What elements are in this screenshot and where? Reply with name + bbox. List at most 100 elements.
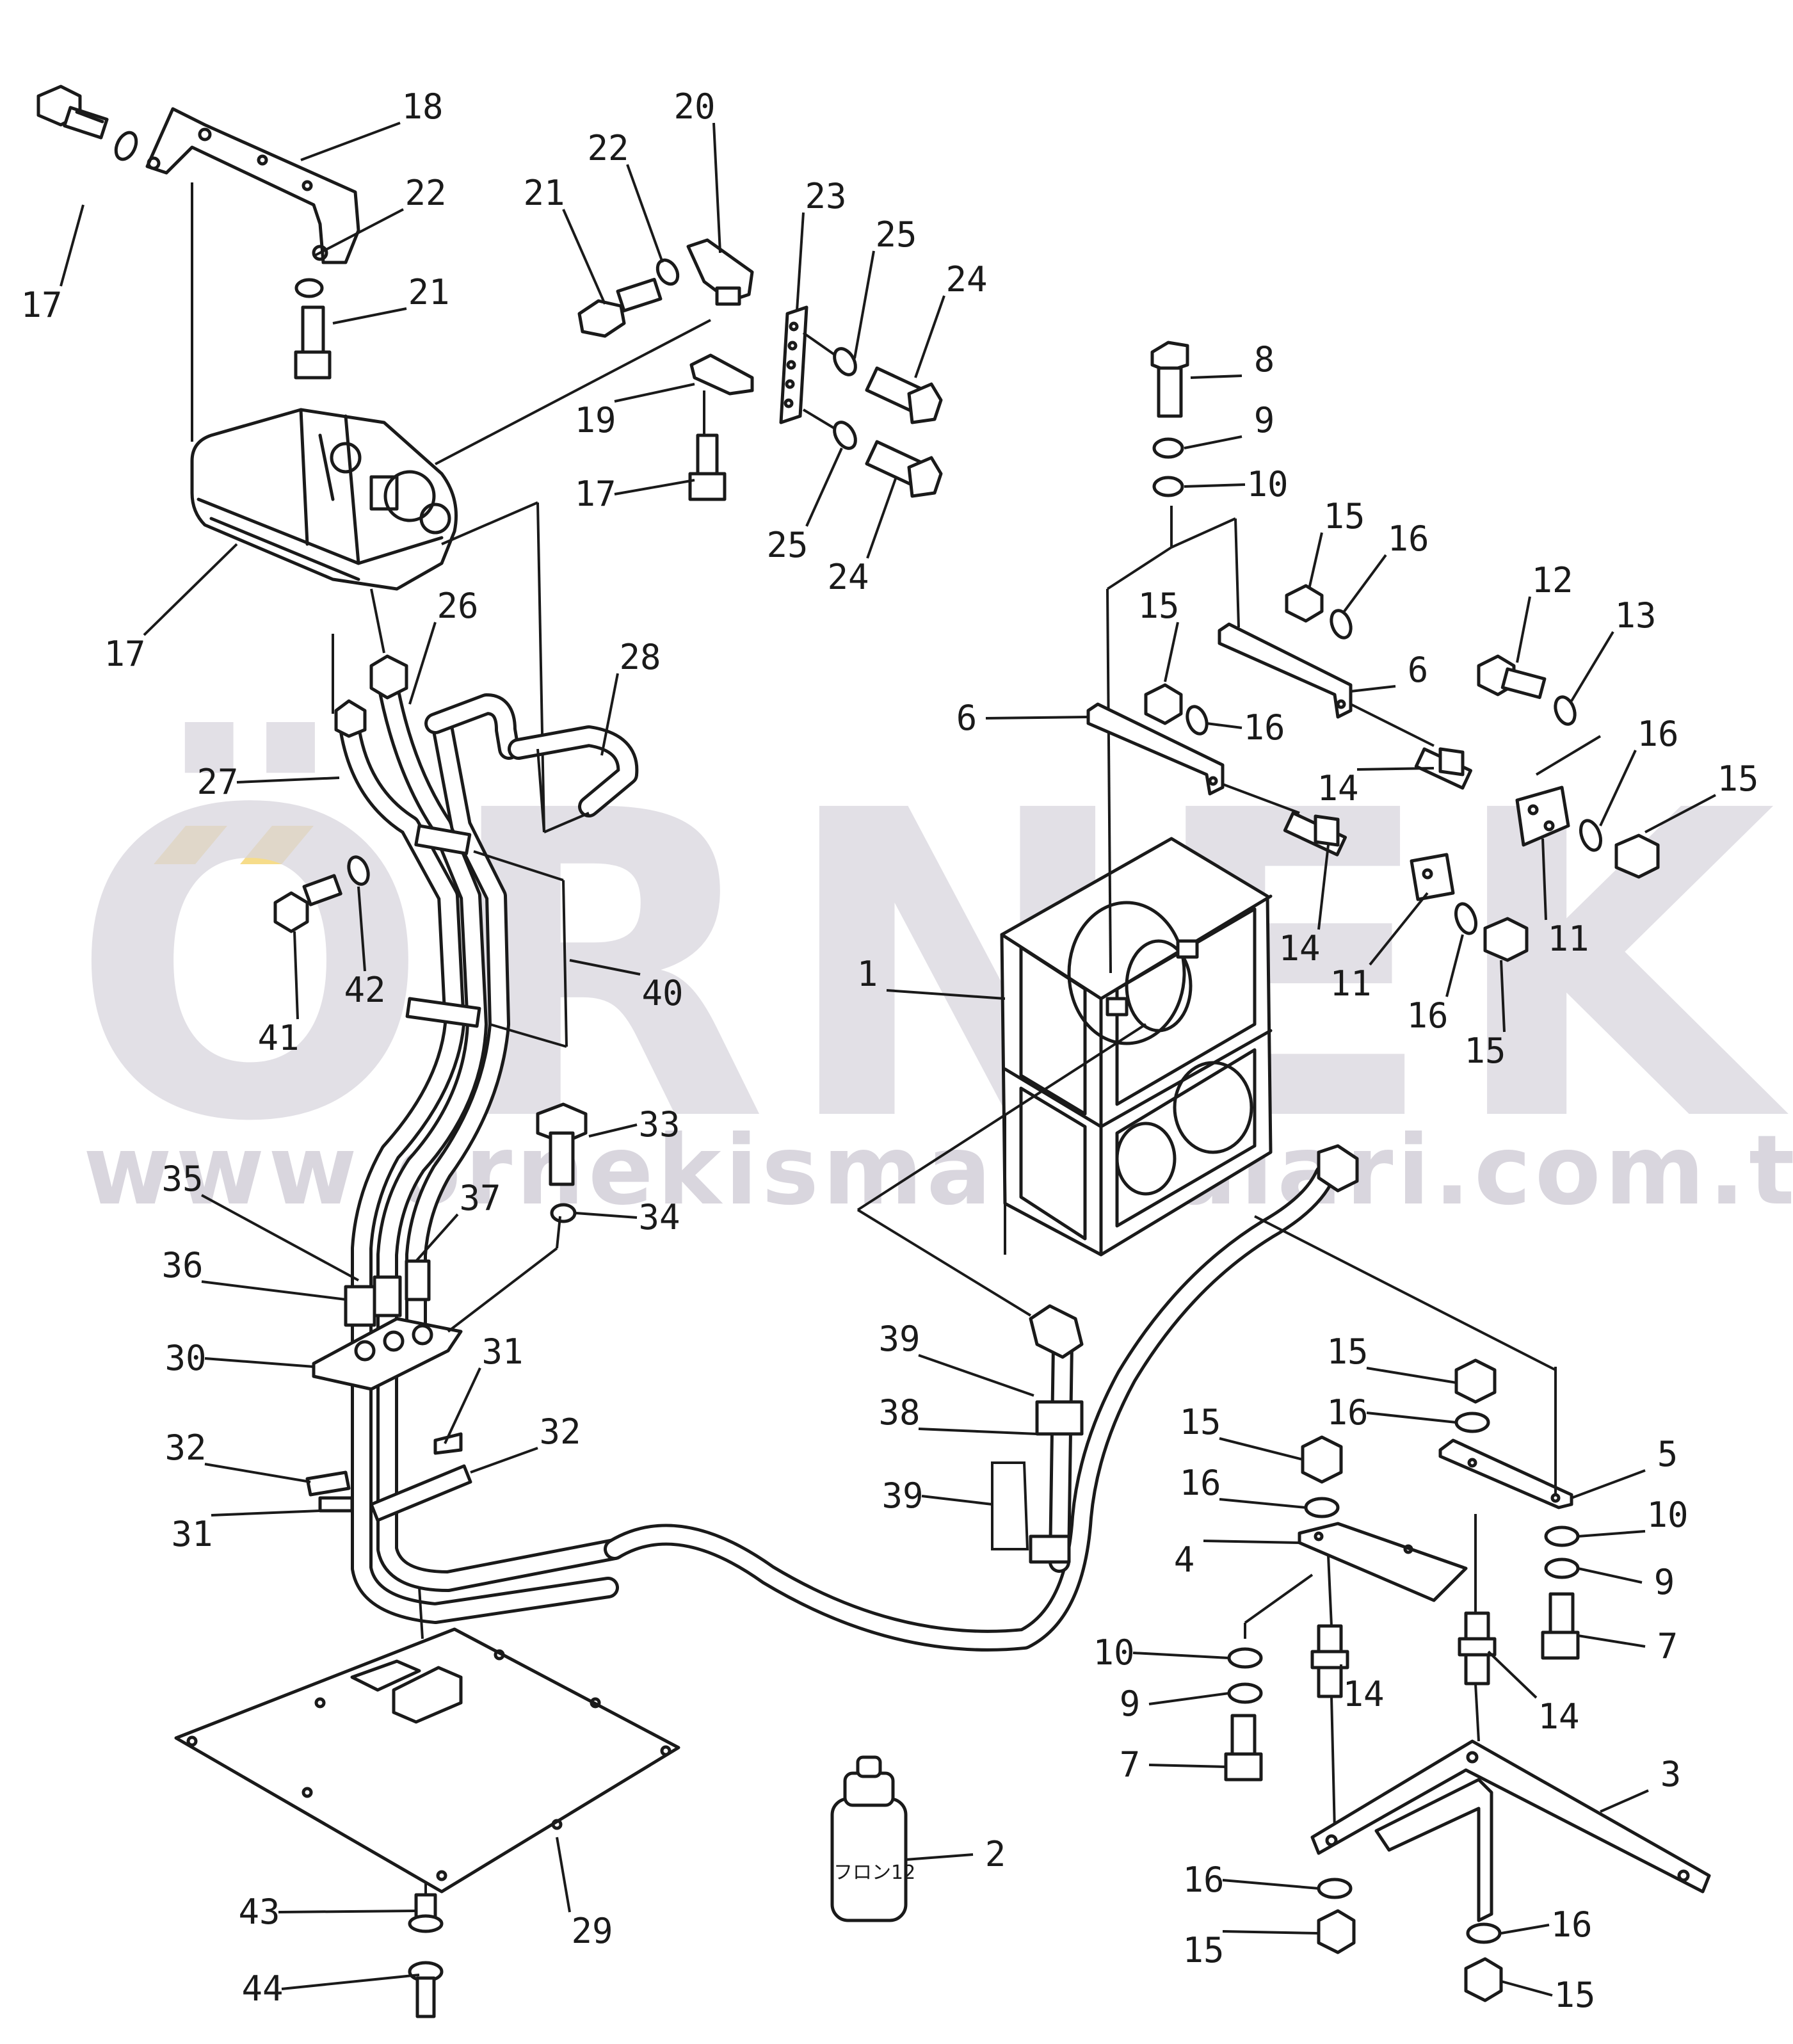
callout-22: 22 xyxy=(313,173,447,257)
part-plate-29 xyxy=(174,1627,680,1894)
callout-number: 20 xyxy=(673,86,715,127)
callout-number: 15 xyxy=(1182,1930,1224,1970)
callout-number: 16 xyxy=(1550,1904,1592,1945)
callout-7: 7 xyxy=(1120,1744,1226,1785)
part-clip-19 xyxy=(689,353,754,396)
part-plate-11-a xyxy=(1515,785,1570,847)
callout-leader xyxy=(1203,1540,1300,1544)
callout-number: 31 xyxy=(171,1514,213,1554)
guide-line xyxy=(1171,517,1236,549)
callout-number: 18 xyxy=(401,86,443,127)
part-nut-15-e xyxy=(1454,1358,1497,1404)
callout-leader xyxy=(918,1354,1034,1397)
callout-number: 23 xyxy=(805,176,846,216)
callout-leader xyxy=(588,1123,638,1138)
callout-number: 7 xyxy=(1657,1626,1678,1666)
part-washer-16-b xyxy=(1186,705,1209,736)
callout-number: 37 xyxy=(459,1178,501,1218)
part-bracket-6-a xyxy=(1218,622,1353,719)
callout-leader xyxy=(236,777,340,784)
part-bolt-17-top xyxy=(36,84,109,140)
callout-number: 16 xyxy=(1637,714,1678,754)
part-washer-16-f xyxy=(1304,1497,1340,1518)
callout-leader xyxy=(332,307,407,325)
callout-21: 21 xyxy=(523,173,606,305)
callout-number: 10 xyxy=(1646,1495,1688,1535)
callout-leader xyxy=(918,1428,1038,1435)
callout-leader xyxy=(1350,685,1396,693)
callout-leader xyxy=(1164,622,1179,682)
callout-number: 22 xyxy=(587,128,629,168)
callout-number: 33 xyxy=(638,1104,680,1145)
callout-number: 39 xyxy=(881,1476,923,1516)
callout-number: 17 xyxy=(104,634,145,674)
part-washer-34 xyxy=(550,1203,577,1223)
callout-number: 17 xyxy=(574,474,616,514)
callout-leader xyxy=(1206,722,1242,729)
callout-number: 16 xyxy=(1182,1860,1224,1900)
part-clamp-plates-31-32 xyxy=(305,1432,472,1522)
callout-number: 36 xyxy=(161,1245,203,1285)
part-washer-16-c xyxy=(1579,819,1603,852)
callout-8: 8 xyxy=(1190,339,1274,380)
callout-leader xyxy=(853,250,875,359)
callout-number: 41 xyxy=(257,1018,299,1058)
callout-22: 22 xyxy=(587,128,664,263)
part-bolt-33 xyxy=(536,1102,588,1186)
part-bracket-6-b xyxy=(1086,702,1225,796)
part-bolt-21-b xyxy=(577,277,663,338)
part-receiver-drier-1 xyxy=(1000,837,1273,1257)
callout-leader xyxy=(1487,1650,1538,1699)
callout-23: 23 xyxy=(796,176,847,311)
part-washer-10-c xyxy=(1227,1647,1263,1669)
callout-leader xyxy=(1219,1437,1303,1461)
callout-number: 15 xyxy=(1179,1402,1221,1442)
callout-leader xyxy=(1308,532,1323,590)
callout-21: 21 xyxy=(332,272,450,325)
part-washer-13 xyxy=(1554,695,1577,726)
callout-15: 15 xyxy=(1644,759,1759,833)
part-mount-14-d xyxy=(1458,1611,1497,1686)
callout-number: 39 xyxy=(878,1319,920,1359)
callout-number: 24 xyxy=(945,259,987,300)
callout-leader xyxy=(886,989,1006,1000)
guide-line xyxy=(1222,783,1300,814)
callout-number: 16 xyxy=(1387,519,1429,559)
part-clamp-40-a xyxy=(405,824,481,1028)
callout-number: 25 xyxy=(875,214,917,255)
guide-line xyxy=(856,1023,1147,1211)
part-washer-10-a xyxy=(1152,476,1184,497)
part-washer-9-a xyxy=(1152,437,1184,459)
callout-leader xyxy=(1184,483,1246,488)
callout-leader xyxy=(1317,844,1330,930)
callout-leader xyxy=(293,931,299,1020)
callout-number: 26 xyxy=(437,586,478,626)
part-washer-25-b xyxy=(833,421,857,450)
part-washer-16-d xyxy=(1454,902,1478,935)
guide-line xyxy=(1234,518,1240,628)
callout-number: 16 xyxy=(1326,1392,1368,1433)
part-bracket-5 xyxy=(1438,1438,1573,1509)
callout-leader xyxy=(1577,1530,1646,1538)
callout-leader xyxy=(1541,838,1547,921)
callout-leader xyxy=(1516,596,1531,663)
part-fitting-39-top xyxy=(1317,1144,1359,1193)
callout-number: 21 xyxy=(408,272,449,312)
callout-number: 16 xyxy=(1406,995,1448,1036)
callout-number: 17 xyxy=(20,285,62,325)
callout-number: 27 xyxy=(197,762,238,802)
callout-leader xyxy=(614,479,695,495)
part-hose-28 xyxy=(424,693,639,817)
callout-14: 14 xyxy=(1317,767,1435,809)
callout-16: 16 xyxy=(1206,707,1285,748)
part-bracket-18 xyxy=(145,107,360,264)
part-hose-39 xyxy=(604,1164,1336,1652)
callout-leader xyxy=(300,122,401,161)
callout-15: 15 xyxy=(1326,1332,1457,1384)
callout-leader xyxy=(600,673,619,756)
callout-leader xyxy=(1500,960,1506,1033)
callout-9: 9 xyxy=(1120,1684,1230,1724)
part-fitting-39-left xyxy=(1029,1304,1084,1359)
callout-number: 6 xyxy=(1408,650,1429,690)
